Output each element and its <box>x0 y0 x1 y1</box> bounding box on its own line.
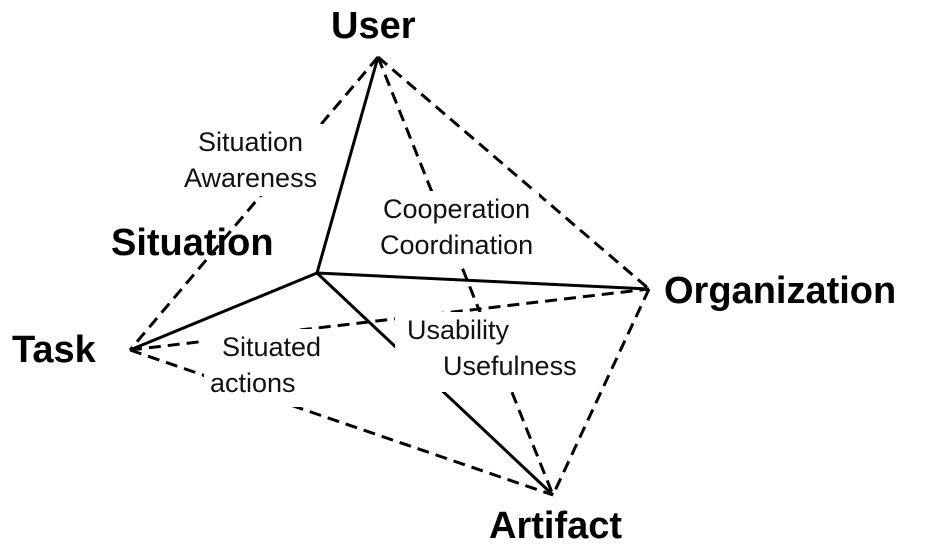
label-line: Cooperation <box>383 194 531 224</box>
node-artifact: Artifact <box>489 505 623 547</box>
label-line: Coordination <box>380 230 534 260</box>
edge-task-artifact <box>129 348 554 497</box>
label-line: actions <box>210 368 296 398</box>
node-situation: Situation <box>111 222 274 264</box>
label-line: Usability <box>407 315 510 345</box>
label-line: Situated <box>222 332 322 362</box>
node-task: Task <box>12 329 96 371</box>
label-line: Situation <box>198 127 304 157</box>
label-line: Awareness <box>184 163 318 193</box>
label-usability-usefulness: Usability Usefulness <box>395 312 583 392</box>
label-line: Usefulness <box>443 351 577 381</box>
label-cooperation-coordination: Cooperation Coordination <box>374 191 540 263</box>
label-situation-awareness: Situation Awareness <box>178 124 324 196</box>
edge-user-task <box>128 56 380 351</box>
edge-user-artifact <box>376 56 555 496</box>
edge-situation-user <box>315 56 380 274</box>
edge-user-organization <box>377 55 650 291</box>
edge-situation-task <box>129 271 318 352</box>
node-user: User <box>331 5 416 47</box>
edge-situation-organization <box>316 271 650 291</box>
label-situated-actions: Situated actions <box>204 329 342 407</box>
node-organization: Organization <box>664 270 897 312</box>
